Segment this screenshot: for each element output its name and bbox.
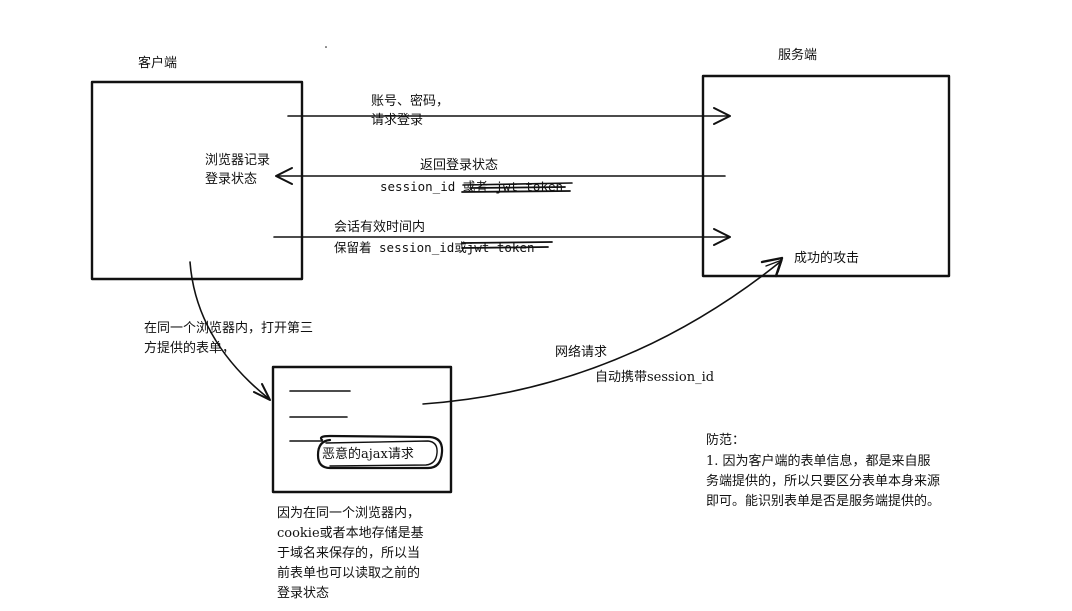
arrowhead-network-request-2 <box>765 259 783 273</box>
arrow-network-request <box>422 261 781 405</box>
storage-note-line-2: cookie或者本地存储是基 <box>277 526 424 541</box>
defense-line-1: 1. 因为客户端的表单信息，都是来自服 <box>706 454 931 469</box>
return-status-line-1: 返回登录状态 <box>420 158 499 173</box>
keep-session-line-1: 会话有效时间内 <box>334 220 426 235</box>
third-party-form-box <box>271 365 453 494</box>
arrowhead-keep-session <box>713 228 731 246</box>
server-box <box>701 74 951 278</box>
browser-record-line-2: 登录状态 <box>205 172 258 187</box>
network-request-label: 网络请求 <box>555 345 608 360</box>
login-request-line-2: 请求登录 <box>371 113 424 128</box>
ajax-circle-outline <box>316 434 444 470</box>
defense-line-3: 即可。能识别表单是否是服务端提供的。 <box>706 494 941 509</box>
storage-note-line-1: 因为在同一个浏览器内， <box>277 506 421 521</box>
token-scribble-2 <box>461 186 571 193</box>
token-scribble-1 <box>462 182 573 186</box>
browser-record-line-1: 浏览器记录 <box>205 153 271 168</box>
storage-note-line-4: 前表单也可以读取之前的 <box>277 566 421 581</box>
storage-note-line-3: 于域名来保存的，所以当 <box>277 546 421 561</box>
storage-note-line-5: 登录状态 <box>277 586 330 601</box>
malicious-ajax-label: 恶意的ajax请求 <box>322 447 414 462</box>
server-label: 服务端 <box>778 48 818 63</box>
defense-line-2: 务端提供的，所以只要区分表单本身来源 <box>706 474 941 489</box>
return-status-line-2: session_id 或者 jwt token <box>380 179 564 194</box>
keep-session-line-2: 保留着 session_id或jwt token <box>334 240 535 255</box>
login-request-line-1: 账号、密码， <box>371 94 450 109</box>
attack-label: 成功的攻击 <box>794 251 860 266</box>
client-box <box>90 80 304 281</box>
arrowhead-login-request <box>713 107 731 125</box>
ajax-circle-outline-2 <box>325 440 438 467</box>
defense-title: 防范： <box>706 433 746 448</box>
open-form-note-line-2: 方提供的表单， <box>144 341 236 356</box>
network-carry-label: 自动携带session_id <box>595 370 715 385</box>
stray-dot <box>325 46 327 48</box>
arrowhead-open-third-party <box>253 383 271 401</box>
token-scribble-3 <box>461 241 553 249</box>
arrow-open-third-party <box>189 261 269 399</box>
arrowhead-return-status <box>275 167 293 185</box>
open-form-note-line-1: 在同一个浏览器内，打开第三 <box>144 321 314 336</box>
client-label: 客户端 <box>138 56 178 71</box>
